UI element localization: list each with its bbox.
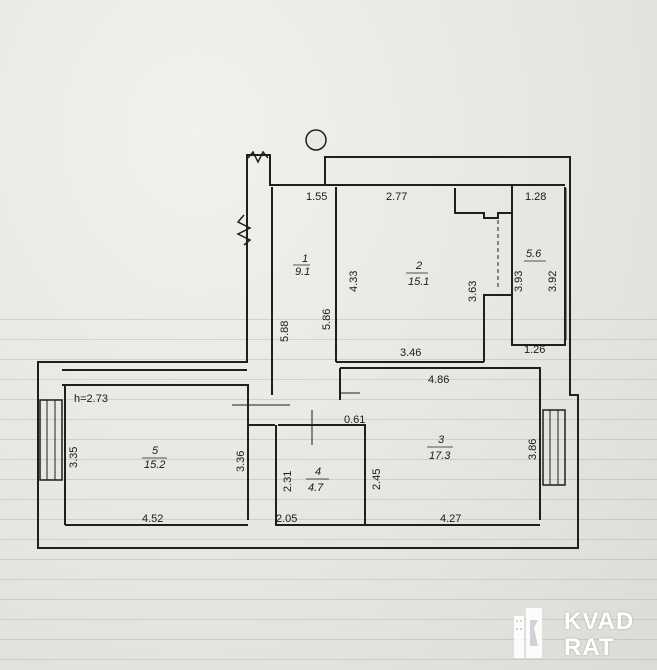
wall-2-right (483, 294, 512, 362)
inner-perimeter (275, 184, 566, 346)
dim-2-31: 2.31 (282, 471, 294, 492)
room-1-number: 1 (302, 253, 308, 265)
dim-3-35: 3.35 (68, 447, 80, 468)
wall-3 (340, 367, 541, 520)
logo-text-line1: KVAD (564, 608, 635, 635)
wall-2-top-recess (454, 188, 512, 219)
dim-1-55: 1.55 (306, 191, 327, 203)
dim-3-92: 3.92 (547, 271, 559, 292)
dim-1-28: 1.28 (525, 191, 546, 203)
window-left (39, 399, 63, 481)
room-2-number: 2 (415, 260, 422, 272)
dim-3-63: 3.63 (467, 281, 479, 302)
dim-3-36: 3.36 (235, 451, 247, 472)
dim-5-86: 5.86 (321, 309, 333, 330)
window-right (542, 409, 566, 486)
top-marker (305, 129, 327, 151)
outer-wall (37, 154, 579, 549)
room-5-area: 15.2 (144, 459, 165, 471)
kvadrat-logo: KVAD RAT (512, 606, 652, 661)
room-5-number: 5 (152, 445, 159, 457)
dim-4-86: 4.86 (428, 374, 449, 386)
building-logo-icon (514, 608, 542, 658)
dim-2-05: 2.05 (276, 513, 297, 525)
dim-3-46: 3.46 (400, 347, 421, 359)
dim-1-26: 1.26 (524, 344, 545, 356)
room-4-area: 4.7 (308, 482, 324, 494)
dim-0-61: 0.61 (344, 414, 365, 426)
dim-2-77: 2.77 (386, 191, 407, 203)
room-2-area: 15.1 (408, 276, 429, 288)
dim-2-45: 2.45 (371, 469, 383, 490)
zigzag-top (247, 150, 269, 164)
zigzag-left (236, 214, 252, 246)
room-4-number: 4 (315, 466, 321, 478)
room-3-area: 17.3 (429, 450, 451, 462)
logo-text-line2: RAT (564, 634, 615, 661)
dim-4-27: 4.27 (440, 513, 461, 525)
room-1-area: 9.1 (295, 266, 310, 278)
dim-4-33: 4.33 (348, 271, 360, 292)
dim-4-52: 4.52 (142, 513, 163, 525)
dim-5-88: 5.88 (279, 321, 291, 342)
room-3-number: 3 (438, 434, 445, 446)
ceiling-height: h=2.73 (74, 393, 108, 405)
room-balcony-label: 5.6 (526, 248, 542, 260)
dim-3-86: 3.86 (527, 439, 539, 460)
wall-4 (278, 424, 366, 525)
dim-3-93: 3.93 (513, 271, 525, 292)
